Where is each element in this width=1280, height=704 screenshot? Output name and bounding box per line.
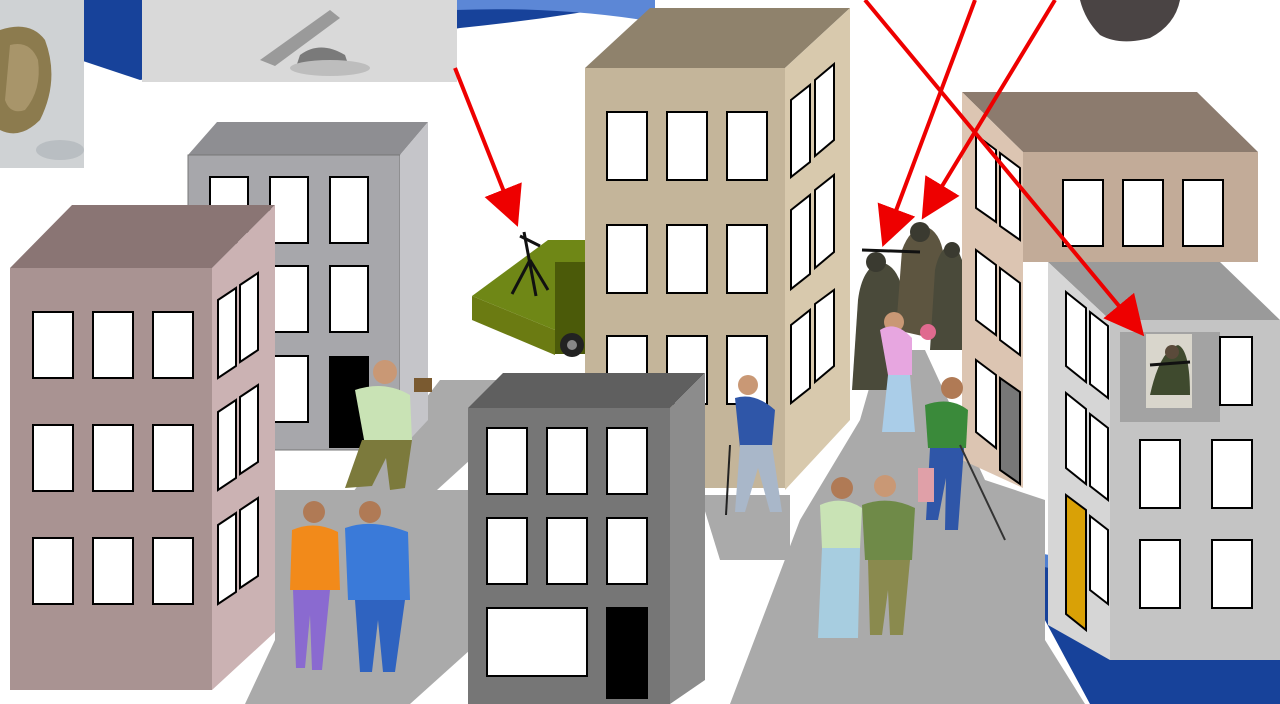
building-right-front [1048, 262, 1280, 660]
photo-inset-mortar [142, 0, 457, 82]
photo-inset-rock [1080, 0, 1180, 41]
arrow-to-mortar [455, 68, 512, 212]
sniper-in-window-icon [1146, 334, 1192, 408]
building-center-dark [468, 373, 705, 704]
photo-inset-explosive [0, 0, 84, 168]
building-far-left [10, 205, 275, 690]
